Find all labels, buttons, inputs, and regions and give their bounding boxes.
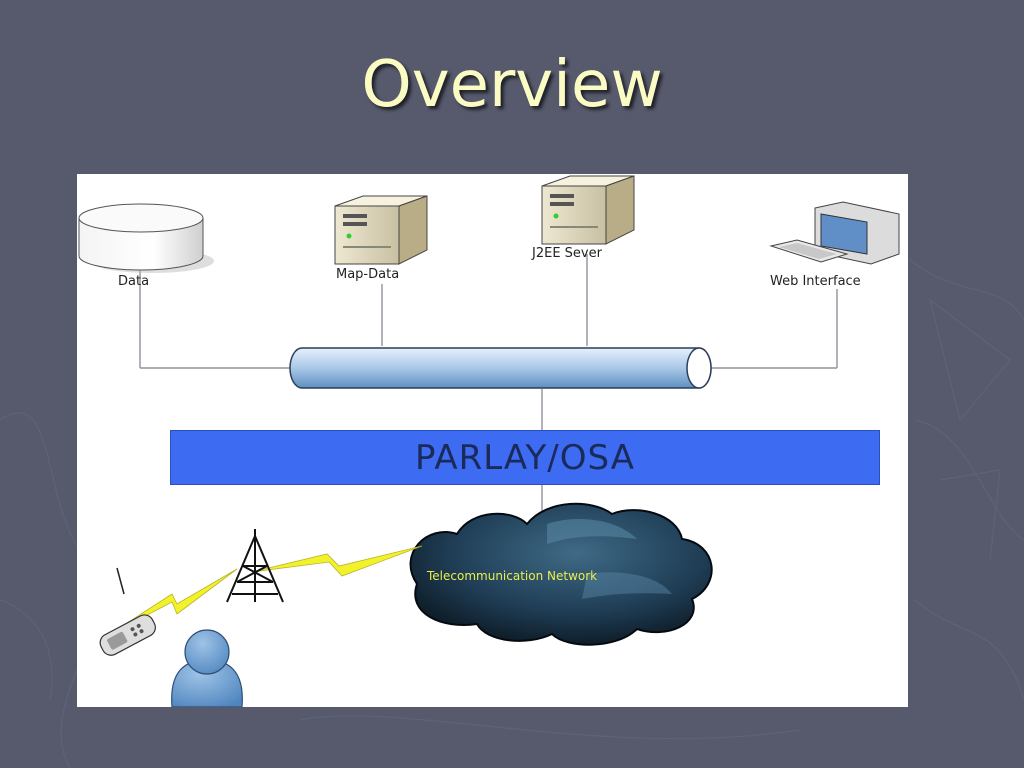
diagram-graphics [78, 175, 900, 707]
mobile-phone-icon [99, 614, 156, 656]
server-icon [334, 195, 428, 265]
computer-icon [769, 201, 900, 265]
phone-antenna-icon [116, 567, 125, 595]
network-bus-icon [289, 347, 712, 389]
node-label-web-interface: Web Interface [770, 274, 861, 289]
parlay-osa-label: PARLAY/OSA [414, 437, 635, 478]
architecture-diagram: Data Map-Data J2EE Sever Web Interface P… [77, 174, 908, 707]
slide-title: Overview [361, 48, 663, 122]
server-icon [541, 175, 635, 245]
user-icon [171, 629, 243, 707]
node-label-data: Data [118, 274, 150, 289]
antenna-tower-icon [226, 529, 284, 603]
node-label-map-data: Map-Data [336, 267, 400, 282]
connector-lines [139, 239, 838, 534]
lightning-icon [106, 545, 423, 637]
node-label-j2ee-server: J2EE Sever [532, 246, 602, 261]
database-icon [78, 203, 214, 273]
parlay-osa-layer: PARLAY/OSA [170, 430, 880, 485]
network-label: Telecommunication Network [427, 569, 598, 583]
cloud-icon [409, 502, 713, 646]
